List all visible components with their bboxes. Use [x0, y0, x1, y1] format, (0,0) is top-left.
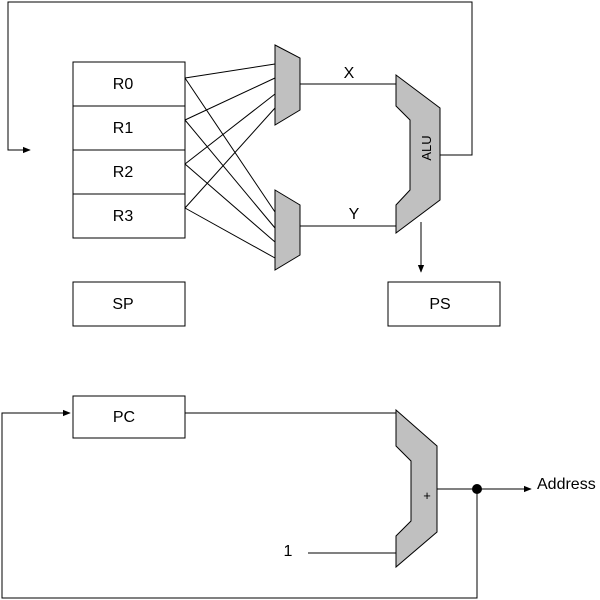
bus-x-label: X — [344, 65, 355, 82]
register-r3-label: R3 — [113, 208, 134, 225]
alu-label: ALU — [419, 135, 434, 160]
mux-y — [274, 189, 301, 271]
adder-shape — [395, 408, 438, 569]
register-r3-box — [72, 193, 186, 239]
pc-feedback-wire — [1, 409, 478, 599]
alu-shape — [395, 74, 441, 234]
constant-one-label: 1 — [284, 543, 293, 560]
address-label: Address — [537, 476, 596, 493]
register-file: R0 R1 R2 R3 — [72, 61, 186, 239]
ps-register-label: PS — [429, 296, 450, 313]
register-r0-label: R0 — [113, 76, 134, 93]
register-r1-box — [72, 105, 186, 151]
alu-feedback-wire — [7, 1, 473, 156]
bus-y-label: Y — [349, 206, 360, 223]
ps-register-box — [387, 281, 501, 327]
register-to-mux-wires — [184, 63, 276, 259]
sp-register-box — [72, 281, 186, 327]
adder-symbol: + — [423, 488, 431, 503]
register-r2-label: R2 — [113, 164, 134, 181]
register-r1-label: R1 — [113, 120, 134, 137]
sp-register-label: SP — [112, 296, 133, 313]
mux-x — [274, 44, 301, 126]
pc-register-label: PC — [113, 409, 135, 426]
pc-register-box — [72, 395, 186, 439]
